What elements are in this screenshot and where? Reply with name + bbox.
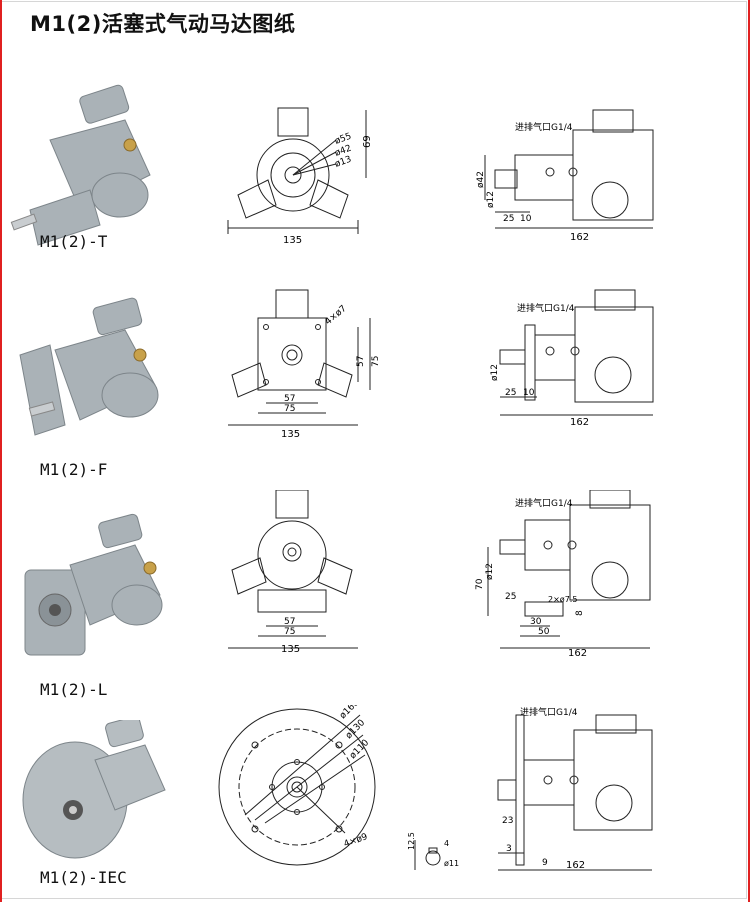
side-view-labels-iec: 进排气口G1/4 23 3 9 162 <box>502 706 585 871</box>
port-label: 进排气口G1/4 <box>515 497 573 509</box>
shaft-key-labels: 12.5 4 ø11 <box>407 832 459 868</box>
page-title: M1(2)活塞式气动马达图纸 <box>30 12 296 36</box>
row-m1-2-f: M1(2)-F 4×ø7 57 75 57 75 135 进排气口G1/4 ø1 <box>0 280 750 490</box>
dim-23: 23 <box>502 816 513 826</box>
dim-d130: ø130 <box>344 718 367 741</box>
dim-length: 162 <box>570 232 589 243</box>
motor-photo-t <box>10 84 151 246</box>
dim-57: 57 <box>284 617 295 627</box>
dim-d42: ø42 <box>476 171 486 188</box>
dim-57-w: 57 <box>284 394 295 404</box>
left-red-border <box>0 0 2 902</box>
dim-12-5: 12.5 <box>407 832 416 850</box>
right-red-border <box>748 0 750 902</box>
dim-30: 30 <box>530 617 542 627</box>
dim-8: 8 <box>575 610 585 616</box>
dim-holes: 4×ø9 <box>343 832 370 850</box>
shaft-key-drawing <box>414 840 441 870</box>
dim-height: 69 <box>362 135 373 148</box>
dim-135: 135 <box>281 644 300 655</box>
side-view-drawing-l <box>487 490 651 649</box>
dim-70: 70 <box>475 578 485 590</box>
dim-75-h: 75 <box>371 356 381 367</box>
dim-d12: ø12 <box>485 563 495 580</box>
dim-d110: ø110 <box>348 738 371 761</box>
dim-d55: ø55 <box>334 132 353 147</box>
row-m1-2-l: M1(2)-L 57 75 135 进排气口G1/4 ø12 70 25 2×ø… <box>0 490 750 710</box>
side-view-labels-f: 进排气口G1/4 ø12 25 10 162 <box>490 302 589 425</box>
dim-d160: ø160 <box>338 705 361 721</box>
dim-75-w: 75 <box>284 404 295 414</box>
dim-135: 135 <box>281 429 300 440</box>
dim-d12: ø12 <box>486 191 496 208</box>
motor-photo-l <box>24 513 163 656</box>
side-view-drawing-f <box>499 289 654 416</box>
row-m1-2-iec: M1(2)-IEC ø160 ø130 ø110 4×ø9 12.5 4 ø11 <box>0 700 750 900</box>
front-view-drawing-l <box>228 490 358 649</box>
dim-holes: 2×ø7.5 <box>548 595 577 604</box>
model-label: M1(2)-F <box>40 460 108 479</box>
dim-length: 162 <box>568 648 587 658</box>
dim-57-h: 57 <box>356 356 366 367</box>
dim-d12: ø12 <box>490 364 500 381</box>
dim-4: 4 <box>444 839 449 848</box>
flange-drawing-iec <box>218 708 376 866</box>
dim-10: 10 <box>520 214 532 224</box>
model-label: M1(2)-IEC <box>40 868 127 887</box>
side-view-labels-t: 进排气口G1/4 ø42 ø12 25 10 162 <box>476 121 589 243</box>
dim-10: 10 <box>523 388 535 398</box>
front-view-drawing-t <box>227 107 367 234</box>
motor-photo-f <box>19 297 159 436</box>
dim-25: 25 <box>503 214 514 224</box>
dim-holes: 4×ø7 <box>324 304 349 327</box>
port-label: 进排气口G1/4 <box>517 302 575 314</box>
dim-50: 50 <box>538 627 550 637</box>
port-label: 进排气口G1/4 <box>520 706 578 718</box>
model-label: M1(2)-L <box>40 680 108 699</box>
side-view-drawing-t <box>484 109 654 229</box>
dim-width: 135 <box>283 235 302 245</box>
dim-length: 162 <box>570 417 589 425</box>
dim-25: 25 <box>505 592 516 602</box>
motor-photo-iec <box>22 720 166 859</box>
front-view-labels-f: 4×ø7 57 75 57 75 135 <box>281 304 381 440</box>
port-label: 进排气口G1/4 <box>515 121 573 133</box>
model-label: M1(2)-T <box>40 232 108 251</box>
dim-25: 25 <box>505 388 516 398</box>
side-view-drawing-iec <box>497 714 653 871</box>
front-view-labels-l: 57 75 135 <box>281 617 300 655</box>
dim-3: 3 <box>506 844 512 854</box>
flange-labels-iec: ø160 ø130 ø110 4×ø9 <box>338 705 371 850</box>
front-view-drawing-f <box>228 289 371 426</box>
front-view-labels-t: 135 69 ø55 ø42 ø13 <box>283 132 373 245</box>
side-view-labels-l: 进排气口G1/4 ø12 70 25 2×ø7.5 8 30 50 162 <box>475 497 587 658</box>
dim-75: 75 <box>284 627 295 637</box>
dim-9: 9 <box>542 858 548 868</box>
row-m1-2-t: M1(2)-T 135 69 ø55 ø42 ø13 进排气口G1/4 ø42 <box>0 60 750 280</box>
dim-d11: ø11 <box>444 859 459 868</box>
dim-length: 162 <box>566 860 585 871</box>
